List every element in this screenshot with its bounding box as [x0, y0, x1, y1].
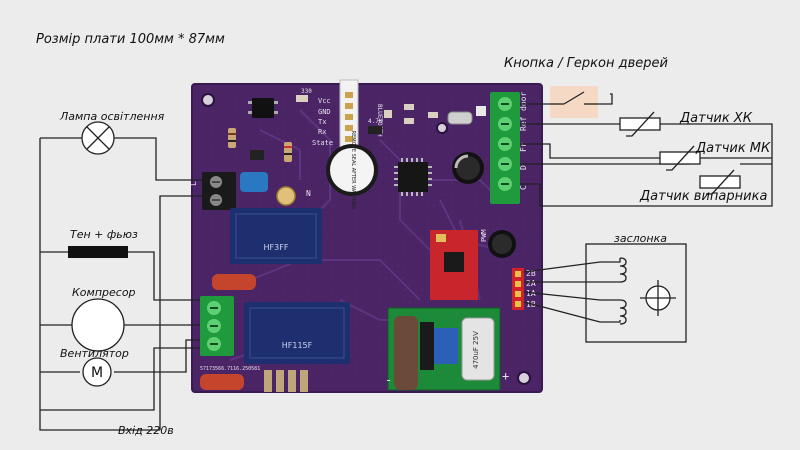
buzzer: REMOVE SEAL AFTER WASHING	[326, 131, 378, 210]
silk-c: C	[519, 185, 528, 190]
silk-2b: 2B	[526, 269, 536, 278]
resistor-small	[284, 142, 292, 162]
silk-r330: 330	[301, 88, 312, 95]
silk-plus: +	[502, 369, 509, 383]
fan-icon: M	[82, 357, 112, 387]
buzzer-label: REMOVE SEAL AFTER WASHING	[350, 131, 356, 210]
silk-2a: 2A	[526, 279, 536, 288]
mounting-hole	[201, 93, 215, 107]
silk-door: door	[519, 92, 528, 111]
smd-resistor	[368, 126, 382, 134]
silk-1b: 1B	[526, 300, 536, 309]
relay-bottom-label: HF115F	[282, 341, 313, 350]
crystal	[447, 111, 473, 125]
label-door: Кнопка / Геркон дверей	[504, 56, 668, 71]
silk-gnd: GND	[318, 108, 331, 116]
damper-motor-icon	[640, 280, 676, 316]
silk-tx: Tx	[318, 118, 326, 126]
mounting-hole	[436, 122, 448, 134]
door-switch-highlight	[550, 86, 598, 118]
transformer	[434, 328, 458, 364]
smd-resistor	[296, 95, 308, 102]
silk-minus: -	[385, 373, 392, 387]
door-switch-icon	[550, 91, 598, 105]
stepper-driver	[430, 230, 478, 300]
thermistor-xk-icon	[619, 111, 661, 137]
label-compressor: Компресор	[72, 286, 136, 299]
silk-l: L	[189, 181, 198, 186]
silk-vcc: Vcc	[318, 97, 331, 105]
silk-state: State	[312, 139, 333, 147]
silk-pwm: PWM	[480, 229, 488, 242]
silk-board-code: 57173566.7116.250581	[200, 366, 260, 372]
heater-icon	[68, 246, 128, 258]
electrolytic-capacitor	[452, 152, 484, 184]
compressor-icon	[71, 298, 125, 352]
damper-pin-header	[512, 268, 524, 310]
power-supply-module: 470uF 25V	[387, 307, 501, 391]
label-sensor-xk: Датчик ХК	[680, 111, 752, 126]
microcontroller	[394, 158, 432, 196]
mounting-hole	[517, 371, 531, 385]
x-capacitor	[212, 274, 256, 290]
label-heater: Тен + фьюз	[70, 228, 138, 241]
terminal-block-power	[200, 296, 234, 356]
silk-bluetooth: BLUETOOTH	[376, 104, 383, 137]
relay-top-label: HF3FF	[264, 243, 289, 252]
silk-n: N	[306, 189, 311, 198]
trimmer	[476, 106, 486, 116]
output-capacitor	[461, 317, 495, 381]
smd-part	[404, 104, 414, 110]
label-sensor-mk: Датчик МК	[696, 141, 771, 156]
output-capacitor-label: 470uF 25V	[472, 331, 480, 369]
optocoupler-ic	[248, 98, 278, 118]
bluetooth-header	[339, 79, 359, 157]
damper-coil-icon	[600, 257, 627, 325]
label-input: Вхід 220в	[118, 424, 174, 437]
damper-box	[585, 243, 687, 343]
smd-part	[404, 118, 414, 124]
lamp-icon	[81, 121, 115, 155]
silk-r47k: 4.7K	[368, 118, 383, 125]
label-fan: Вентилятор	[60, 347, 129, 360]
silk-fr: Fr	[519, 142, 528, 152]
thermistor-evap-icon	[699, 169, 741, 195]
terminal-block-sensors	[490, 92, 520, 204]
hv-capacitor	[394, 316, 418, 390]
silk-rx: Rx	[318, 128, 326, 136]
film-capacitor	[240, 172, 268, 192]
varistor	[276, 186, 296, 206]
label-damper: заслонка	[614, 232, 667, 245]
smd-part	[428, 112, 438, 118]
label-sensor-evap: Датчик випарника	[640, 189, 768, 204]
diagram-title: Розмір плати 100мм * 87мм	[36, 32, 225, 47]
label-lamp: Лампа освітлення	[60, 110, 165, 123]
transistor	[250, 150, 264, 160]
thermistor-mk-icon	[659, 145, 701, 171]
fan-symbol-text: M	[91, 365, 103, 381]
x-capacitor	[200, 374, 244, 390]
resistor-small	[228, 128, 236, 148]
relay-top: HF3FF	[230, 208, 322, 264]
smd-part	[384, 110, 392, 118]
silk-d: D	[519, 165, 528, 170]
terminal-block-lamp	[202, 172, 236, 210]
external-wires	[39, 93, 773, 431]
silk-1a: 1A	[526, 289, 536, 298]
relay-bottom: HF115F	[244, 302, 350, 364]
resistor-row	[264, 370, 308, 392]
electrolytic-capacitor-small	[488, 230, 516, 258]
